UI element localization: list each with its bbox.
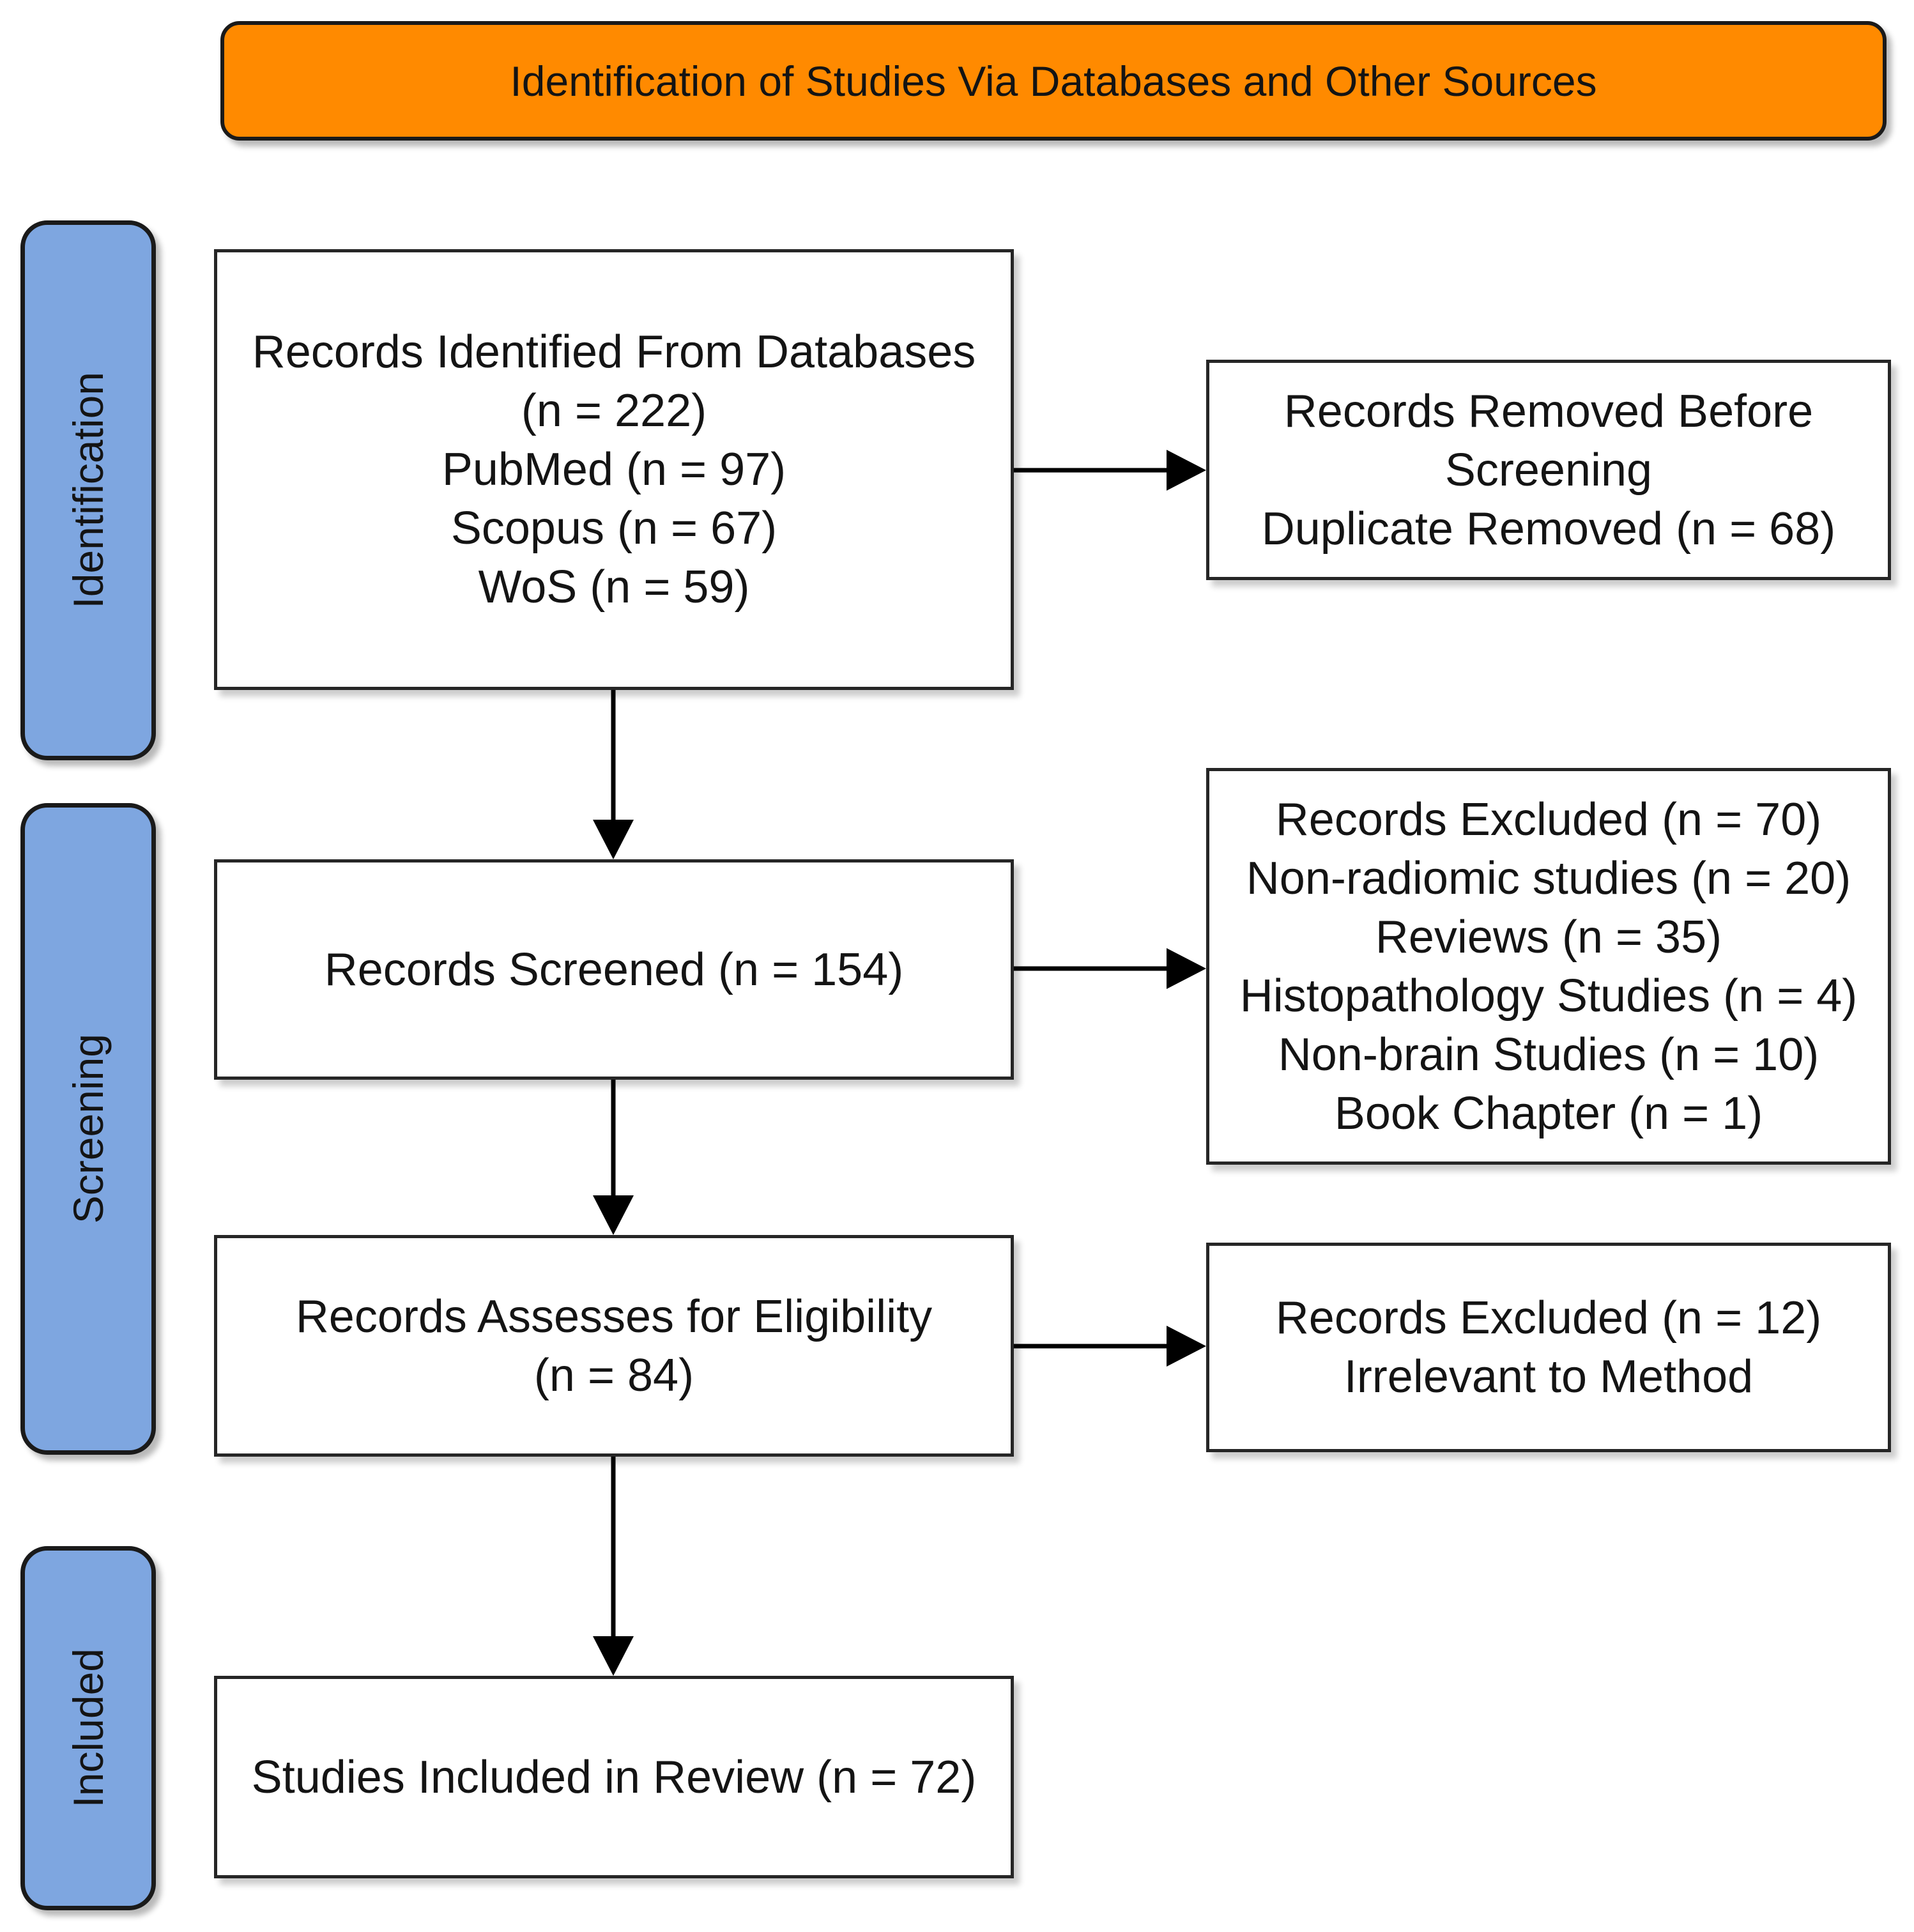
stage-screening: Screening (20, 803, 156, 1455)
studies-included-box: Studies Included in Review (n = 72) (214, 1676, 1014, 1878)
text-line: Records Excluded (n = 12) (1275, 1292, 1822, 1344)
text-line: (n = 84) (533, 1349, 694, 1401)
arrow-identified-to-removed (1014, 450, 1206, 491)
text-line: PubMed (n = 97) (441, 444, 786, 495)
text-line: Records Screened (n = 154) (324, 944, 904, 995)
records-identified-box: Records Identified From Databases (n = 2… (214, 249, 1014, 690)
arrow-screened-to-assessed (593, 1080, 634, 1235)
arrow-identified-to-screened (593, 690, 634, 859)
text-line: Records Excluded (n = 70) (1275, 793, 1822, 845)
stage-identification-label: Identification (65, 372, 112, 609)
text-line: Screening (1444, 444, 1653, 496)
text-line: Records Removed Before (1283, 385, 1814, 437)
text-line: Studies Included in Review (n = 72) (251, 1751, 977, 1803)
records-excluded-eligibility-box: Records Excluded (n = 12) Irrelevant to … (1206, 1243, 1891, 1452)
text-line: Reviews (n = 35) (1375, 911, 1722, 963)
text-line: Non-brain Studies (n = 10) (1278, 1029, 1819, 1080)
stage-screening-label: Screening (65, 1034, 112, 1224)
text-line: Non-radiomic studies (n = 20) (1246, 852, 1851, 904)
stage-included-label: Included (65, 1648, 112, 1808)
records-excluded-screening-box: Records Excluded (n = 70) Non-radiomic s… (1206, 768, 1891, 1165)
text-line: Irrelevant to Method (1344, 1351, 1754, 1402)
text-line: (n = 222) (521, 385, 707, 436)
diagram-title-banner: Identification of Studies Via Databases … (220, 21, 1887, 141)
records-removed-box: Records Removed Before Screening Duplica… (1206, 360, 1891, 580)
records-screened-box: Records Screened (n = 154) (214, 859, 1014, 1080)
text-line: Records Identified From Databases (252, 326, 976, 378)
text-line: Book Chapter (n = 1) (1334, 1087, 1763, 1139)
arrow-assessed-to-excluded (1014, 1326, 1206, 1367)
arrow-assessed-to-included (593, 1457, 634, 1676)
text-line: Histopathology Studies (n = 4) (1239, 970, 1858, 1022)
text-line: WoS (n = 59) (478, 562, 750, 613)
text-line: Records Assesses for Eligibility (295, 1291, 933, 1342)
text-line: Duplicate Removed (n = 68) (1261, 503, 1836, 555)
text-line: Scopus (n = 67) (450, 503, 777, 554)
diagram-title: Identification of Studies Via Databases … (510, 57, 1597, 105)
arrow-screened-to-excluded (1014, 948, 1206, 989)
stage-identification: Identification (20, 220, 156, 760)
records-assessed-box: Records Assesses for Eligibility (n = 84… (214, 1235, 1014, 1457)
stage-included: Included (20, 1546, 156, 1910)
